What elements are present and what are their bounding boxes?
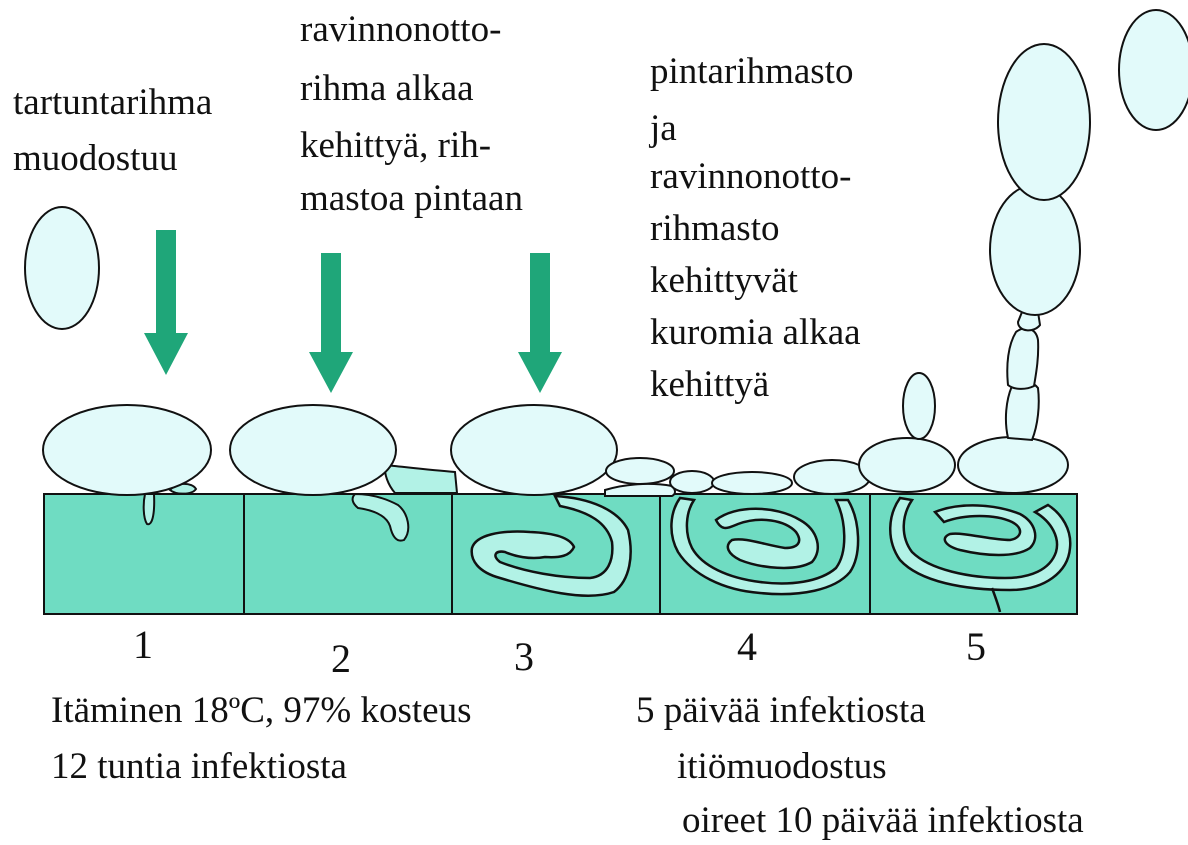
germination-conditions: Itäminen 18ºC, 97% kosteus [51,692,471,729]
surface-hypha-3b [605,484,675,496]
penetration-peg-1 [144,494,155,524]
surface-hypha-3a [606,458,674,484]
symptoms-timing: oireet 10 päivää infektiosta [682,802,1084,839]
stage-number-2: 2 [331,639,351,679]
stage4-caption-line5: kehittyvät [650,262,798,299]
spore-body-2 [230,405,396,495]
stage2-caption-line2: rihma alkaa [300,70,474,107]
conidium-chain-2 [998,44,1090,200]
spore-body-1 [43,405,211,495]
stage-number-3: 3 [514,637,534,677]
conidium-chain-1 [990,185,1080,315]
surface-hypha-2 [385,465,457,493]
spore-body-5b [958,437,1068,493]
conidium-chain-3 [1119,10,1188,130]
days-after-infection: 5 päivää infektiosta [636,692,926,729]
stage4-caption-line6: kuromia alkaa [650,314,861,351]
conidiophore-cell-1 [1006,382,1039,440]
down-arrow-2 [309,253,353,393]
conidiophore-bud [903,373,935,439]
germination-timing: 12 tuntia infektiosta [51,748,347,785]
sporulation-label: itiömuodostus [677,748,887,785]
stage2-caption-line3: kehittyä, rih- [300,127,491,164]
stage-number-1: 1 [133,625,153,665]
stage4-caption-line4: rihmasto [650,210,779,247]
stage-number-5: 5 [966,627,986,667]
conidiophore-cell-2 [1007,328,1038,389]
stage4-caption-line7: kehittyä [650,366,769,403]
conidium-spore [25,207,99,329]
stage1-caption-line1: tartuntarihma [13,84,212,121]
surface-hypha-4b [712,472,792,494]
stage2-caption-line1: ravinnonotto- [300,11,501,48]
stage4-caption-line3: ravinnonotto- [650,158,851,195]
stage-number-4: 4 [737,627,757,667]
spore-body-3 [451,405,617,495]
leaf-panel-2 [244,494,452,614]
stage4-caption-line2: ja [650,110,677,147]
surface-hypha-4a [670,471,714,493]
stage1-caption-line2: muodostuu [13,140,177,177]
stage4-caption-line1: pintarihmasto [650,53,853,90]
stage2-caption-line4: mastoa pintaan [300,180,523,217]
down-arrow-3 [518,253,562,393]
down-arrow-1 [144,230,188,375]
spore-body-5a [859,438,955,492]
